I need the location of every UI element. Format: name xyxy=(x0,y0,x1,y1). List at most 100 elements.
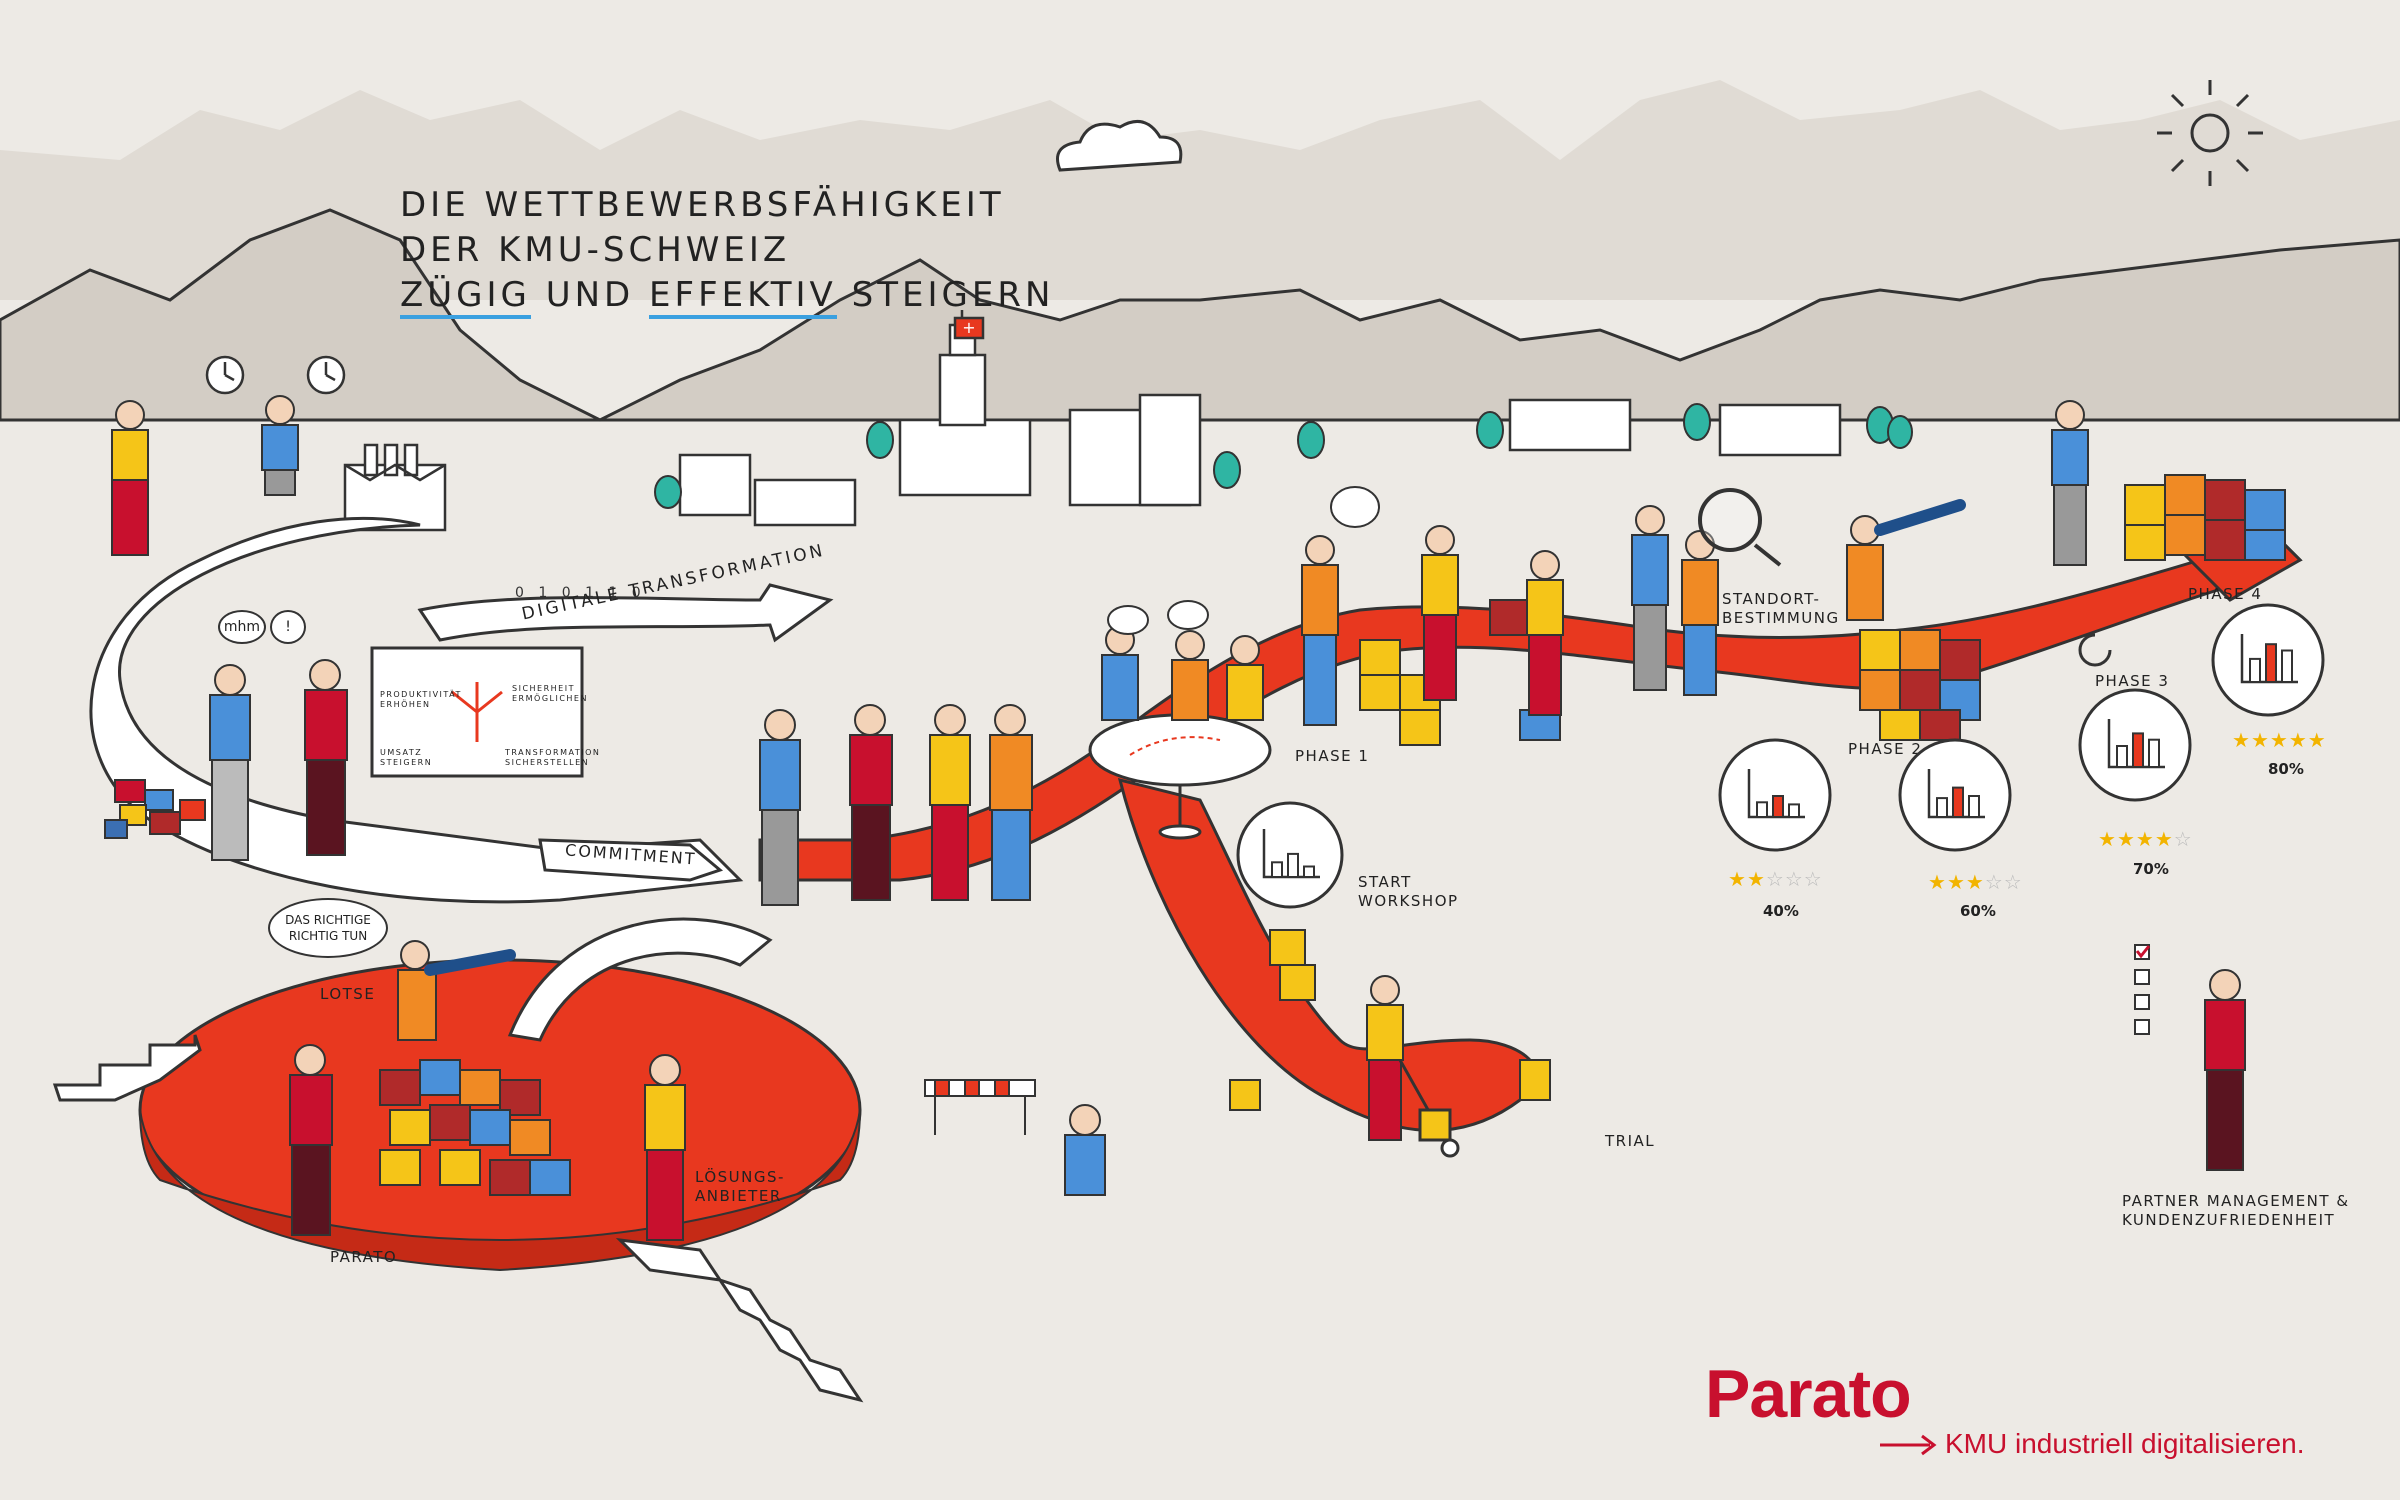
speech-bubble-richtige: DAS RICHTIGE RICHTIG TUN xyxy=(268,898,388,958)
person-blue-mhm xyxy=(209,664,251,861)
block-stack-center xyxy=(379,1059,571,1196)
svg-text:+: + xyxy=(962,318,975,337)
building-warehouse-icon xyxy=(678,398,1842,527)
rating-stars-70: ★★★★☆ xyxy=(2098,827,2193,851)
rating-percent-40: 40% xyxy=(1763,902,1799,920)
star-filled-icon: ★ xyxy=(2232,728,2251,752)
star-empty-icon: ☆ xyxy=(2173,827,2193,851)
bar-chart-icon xyxy=(1718,738,1832,852)
board-sales: UMSATZ STEIGERN xyxy=(380,748,433,767)
star-filled-icon: ★ xyxy=(2154,827,2174,851)
person-thinker xyxy=(261,395,299,496)
binary-digits: 0 1 0 1 1 0 xyxy=(515,585,646,601)
person-magnifier-2 xyxy=(1681,530,1719,696)
person-magnifier-1 xyxy=(1631,505,1669,691)
label-partner-management: PARTNER MANAGEMENT & KUNDENZUFRIEDENHEIT xyxy=(2122,1192,2350,1229)
rating-stars-40: ★★☆☆☆ xyxy=(1728,867,1823,891)
rating-stars-80: ★★★★★ xyxy=(2232,728,2327,752)
star-empty-icon: ☆ xyxy=(1765,867,1785,891)
bar-chart-icon xyxy=(1898,738,2012,852)
person-phase1-builder-1 xyxy=(1421,525,1459,701)
label-phase-4: PHASE 4 xyxy=(2188,585,2263,603)
person-cheering xyxy=(2051,400,2089,566)
bar-chart-icon xyxy=(2078,688,2192,802)
person-trolley xyxy=(1366,975,1404,1141)
arrow-right-icon xyxy=(1880,1434,1937,1456)
board-security: SICHERHEIT ERMÖGLICHEN xyxy=(512,684,588,703)
telescope-icon xyxy=(424,949,516,976)
person-lotse xyxy=(397,940,437,1041)
title-line-3: ZÜGIG UND EFFEKTIV STEIGERN xyxy=(400,275,1054,319)
speech-bubble-exclaim: ! xyxy=(270,610,306,644)
brand-tagline: KMU industriell digitalisieren. xyxy=(1945,1428,2305,1459)
stairs-bottom xyxy=(615,1237,864,1403)
people xyxy=(111,395,2246,1241)
person-box-carrier xyxy=(929,704,971,901)
building-office-icon xyxy=(1068,393,1202,507)
clock-icon xyxy=(205,355,346,395)
person-solution-provider xyxy=(644,1054,686,1241)
refresh-icon xyxy=(2078,633,2112,667)
label-phase-2: PHASE 2 xyxy=(1848,740,1923,758)
white-path xyxy=(89,516,744,904)
block-stack-phase4 xyxy=(2124,474,2286,561)
building-tower-icon: + xyxy=(898,310,1032,497)
cloud-icon xyxy=(1056,119,1183,172)
bar-chart-icon xyxy=(1236,801,1344,909)
star-empty-icon: ☆ xyxy=(2003,870,2023,894)
person-partner-manager xyxy=(2204,969,2246,1171)
board-transformation: TRANSFORMATION SICHERSTELLEN xyxy=(505,748,601,767)
trolley-icon xyxy=(1398,1059,1460,1158)
label-start-workshop: START WORKSHOP xyxy=(1358,873,1459,910)
trees xyxy=(654,403,1913,509)
person-parato-presenter xyxy=(304,659,348,856)
commitment-arrow xyxy=(538,838,724,882)
checklist-icon xyxy=(2134,944,2151,1035)
star-filled-icon: ★ xyxy=(1728,867,1747,891)
star-filled-icon: ★ xyxy=(1746,867,1766,891)
bar-chart-icon xyxy=(2211,603,2325,717)
brand-logo: Parato xyxy=(1705,1356,1912,1432)
label-phase-1: PHASE 1 xyxy=(1295,747,1370,765)
star-filled-icon: ★ xyxy=(1928,870,1947,894)
rating-stars-60: ★★★☆☆ xyxy=(1928,870,2023,894)
star-empty-icon: ☆ xyxy=(1803,867,1823,891)
stairs-left xyxy=(52,1034,202,1102)
magnifier-icon xyxy=(1698,488,1782,567)
person-handshake-1 xyxy=(759,709,801,906)
rating-percent-60: 60% xyxy=(1960,902,1996,920)
label-standortbestimmung: STANDORT- BESTIMMUNG xyxy=(1722,590,1840,627)
label-lotse: LOTSE xyxy=(320,985,376,1003)
star-filled-icon: ★ xyxy=(2288,728,2308,752)
speech-bubble-mhm: mhm xyxy=(218,610,266,644)
star-filled-icon: ★ xyxy=(2116,827,2136,851)
person-worker-topleft xyxy=(111,400,149,556)
person-handshake-2 xyxy=(849,704,893,901)
person-shrug xyxy=(1064,1104,1106,1196)
star-empty-icon: ☆ xyxy=(1984,870,2004,894)
board-productivity: PRODUKTIVITÄT ERHÖHEN xyxy=(380,690,462,709)
rating-percent-80: 80% xyxy=(2268,760,2304,778)
label-parato: PARATO xyxy=(330,1248,398,1266)
person-table-3 xyxy=(1226,635,1264,721)
rating-percent-70: 70% xyxy=(2133,860,2169,878)
title-word-zuegig: ZÜGIG xyxy=(400,275,531,319)
round-table xyxy=(1088,713,1272,840)
barrier xyxy=(924,1079,1036,1135)
label-phase-3: PHASE 3 xyxy=(2095,672,2170,690)
star-filled-icon: ★ xyxy=(1946,870,1966,894)
person-table-2 xyxy=(1171,630,1209,721)
telescope-icon-2 xyxy=(1874,499,1966,536)
title-line-2: DER KMU-SCHWEIZ xyxy=(400,230,791,270)
star-filled-icon: ★ xyxy=(2307,728,2327,752)
person-phase1-builder-2 xyxy=(1526,550,1564,716)
mountain-range xyxy=(0,80,2400,422)
digital-transformation-arrow xyxy=(417,583,834,643)
star-empty-icon: ☆ xyxy=(1784,867,1804,891)
block-stack-phase2 xyxy=(1859,629,1981,741)
person-orange-1 xyxy=(989,704,1033,901)
title-word-effektiv: EFFEKTIV xyxy=(649,275,837,319)
sun-icon xyxy=(2157,80,2263,186)
title-line-1: DIE WETTBEWERBSFÄHIGKEIT xyxy=(400,185,1005,225)
